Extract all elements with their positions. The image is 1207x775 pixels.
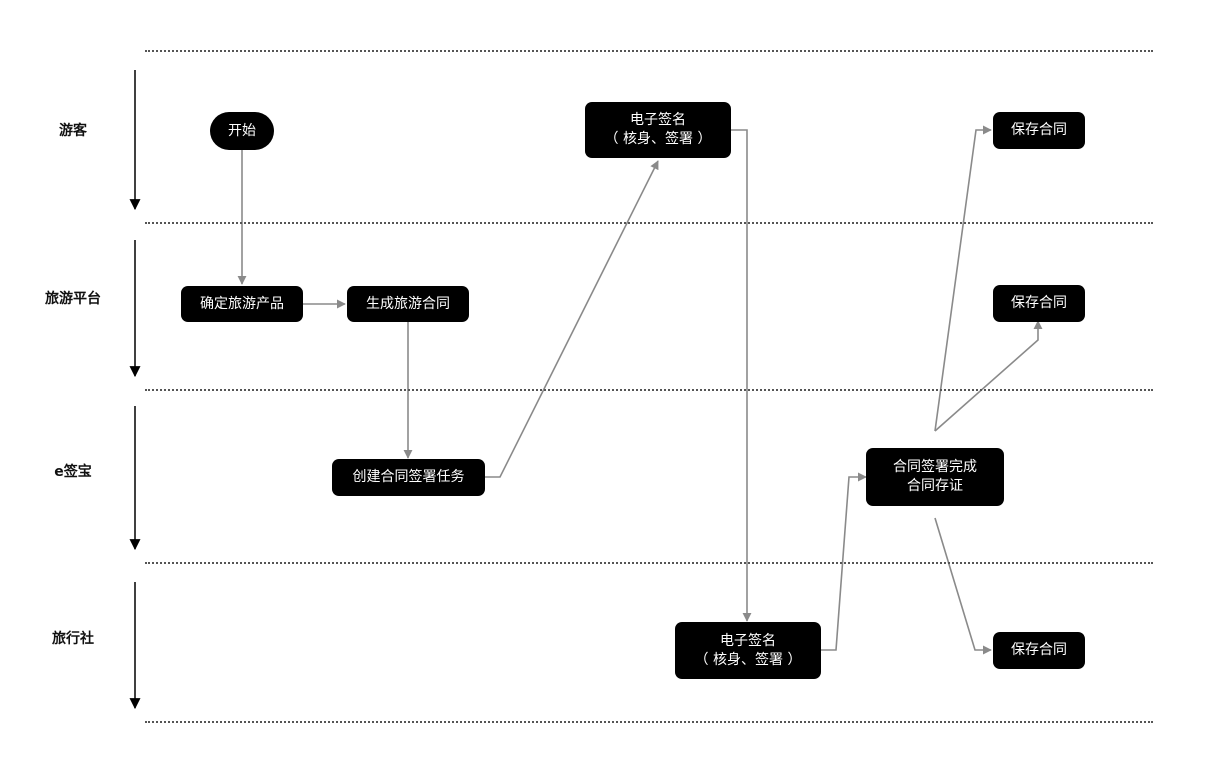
node-save-contract-platform-label: 保存合同: [1011, 295, 1067, 311]
connector-complete-to-save-agency: [934, 517, 992, 655]
connector-complete-to-save-platform: [934, 320, 1043, 432]
node-save-contract-platform[interactable]: 保存合同: [993, 285, 1085, 322]
node-start-label: 开始: [228, 122, 256, 139]
lane-label-tourist: 游客: [59, 123, 87, 139]
node-sign-complete[interactable]: 合同签署完成 合同存证: [866, 448, 1004, 506]
connector-task-to-tourist-sign: [485, 160, 659, 478]
connector-tourist-sign-to-agency-sign: [731, 129, 752, 622]
node-sign-complete-line2: 合同存证: [907, 478, 963, 494]
lane-label-agency: 旅行社: [52, 631, 94, 647]
lane-divider: [145, 562, 1153, 564]
node-agency-esign-line1: 电子签名: [720, 632, 776, 649]
node-save-contract-agency[interactable]: 保存合同: [993, 632, 1085, 669]
node-generate-contract-label: 生成旅游合同: [366, 295, 450, 312]
node-save-contract-tourist[interactable]: 保存合同: [993, 112, 1085, 149]
node-tourist-esign[interactable]: 电子签名 （ 核身、签署 ）: [585, 102, 731, 158]
lane-label-platform: 旅游平台: [45, 291, 101, 307]
node-tourist-esign-line2: （ 核身、签署 ）: [604, 131, 712, 147]
node-tourist-esign-line1: 电子签名: [630, 112, 686, 128]
lane-divider: [145, 50, 1153, 52]
node-agency-esign[interactable]: 电子签名 （ 核身、签署 ）: [675, 622, 821, 679]
node-generate-contract[interactable]: 生成旅游合同: [347, 286, 469, 322]
node-sign-complete-line1: 合同签署完成: [893, 459, 977, 475]
lane-divider: [145, 222, 1153, 224]
node-agency-esign-line2: （ 核身、签署 ）: [694, 651, 802, 668]
node-create-sign-task-label: 创建合同签署任务: [352, 469, 465, 485]
lane-label-esign: e签宝: [54, 464, 92, 480]
connector-complete-to-save-tourist: [934, 125, 992, 432]
node-confirm-product[interactable]: 确定旅游产品: [181, 286, 303, 322]
node-save-contract-agency-label: 保存合同: [1011, 642, 1067, 658]
lane-divider: [145, 389, 1153, 391]
lane-divider: [145, 721, 1153, 723]
node-save-contract-tourist-label: 保存合同: [1011, 122, 1067, 138]
node-start[interactable]: 开始: [210, 112, 274, 150]
node-create-sign-task[interactable]: 创建合同签署任务: [332, 459, 485, 496]
node-confirm-product-label: 确定旅游产品: [200, 295, 284, 312]
